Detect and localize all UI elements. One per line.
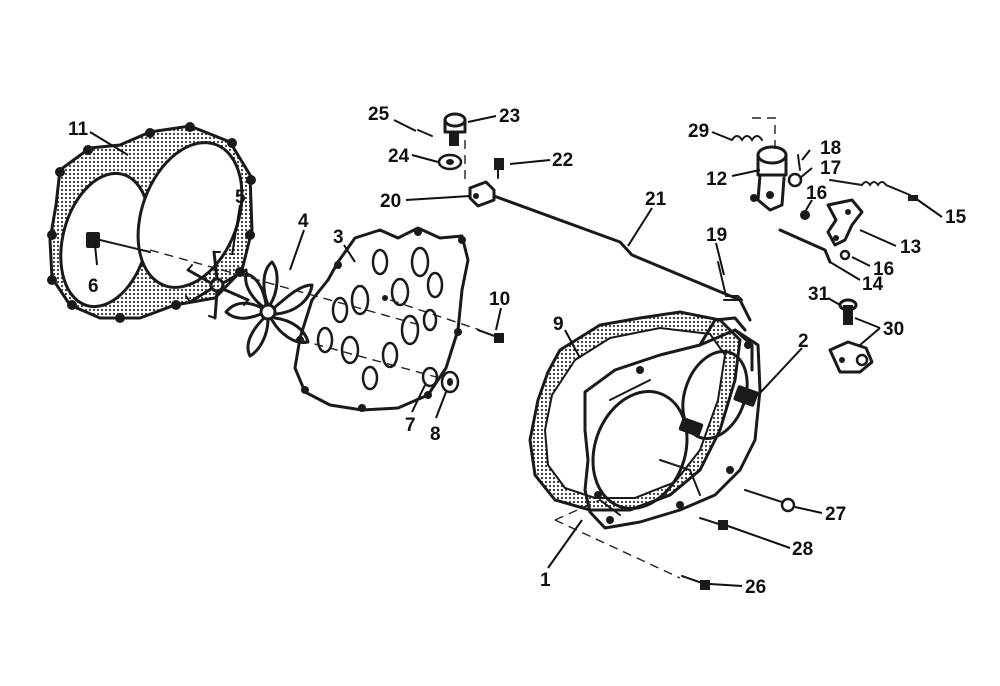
bracket-13	[826, 198, 864, 247]
nut-16a	[800, 210, 810, 220]
callout-10: 10	[489, 289, 510, 310]
spring-29	[731, 135, 763, 142]
washer-24	[437, 153, 463, 171]
screw-28	[699, 517, 728, 530]
callout-16b: 16	[873, 259, 894, 280]
callout-19: 19	[706, 225, 727, 246]
spring-15	[829, 179, 918, 201]
callout-12: 12	[706, 169, 727, 190]
callout-25: 25	[368, 104, 390, 125]
lever-12	[750, 145, 788, 212]
callout-22: 22	[552, 150, 573, 171]
gasket-11	[47, 122, 256, 323]
rod-21	[492, 194, 752, 322]
callout-11: 11	[68, 119, 89, 140]
callout-30: 30	[883, 319, 904, 340]
screw-27	[744, 489, 796, 513]
housing-1	[583, 316, 762, 530]
screw-10	[477, 329, 504, 343]
gasket-9	[528, 310, 742, 512]
screw-22	[494, 158, 504, 179]
callout-labels: 1 2 3 4 5 6 7 8 9 10 11 12 13 14 15 16 1…	[68, 104, 967, 598]
callout-23: 23	[499, 106, 520, 127]
callout-9: 9	[553, 314, 564, 335]
block-20	[468, 180, 496, 208]
callout-24: 24	[388, 146, 410, 167]
callout-4: 4	[298, 211, 309, 232]
callout-8: 8	[430, 424, 441, 445]
assembly-line-housing	[554, 499, 681, 579]
leader-lines	[89, 115, 943, 587]
callout-18: 18	[820, 138, 841, 159]
callout-27: 27	[825, 504, 846, 525]
callout-16a: 16	[806, 183, 827, 204]
callout-28: 28	[792, 539, 813, 560]
callout-17: 17	[820, 158, 841, 179]
callout-15: 15	[945, 207, 967, 228]
washer-17	[787, 172, 803, 188]
callout-5: 5	[235, 187, 246, 208]
callout-21: 21	[645, 189, 667, 210]
nut-16b	[839, 249, 851, 261]
callout-2: 2	[798, 331, 809, 352]
callout-29: 29	[688, 121, 709, 142]
screw-31	[838, 298, 858, 325]
arm-23	[443, 112, 467, 146]
arm-30	[828, 340, 874, 374]
callout-31: 31	[808, 284, 830, 305]
callout-3: 3	[333, 227, 344, 248]
pin-25	[417, 129, 433, 137]
screw-6	[86, 232, 151, 253]
callout-1: 1	[540, 570, 551, 591]
wire-14	[778, 228, 832, 264]
callout-13: 13	[900, 237, 921, 258]
callout-6: 6	[88, 276, 99, 297]
screw-26	[681, 575, 710, 590]
pin-18	[797, 154, 801, 171]
nut-8	[440, 370, 460, 394]
clip-19	[717, 261, 743, 301]
callout-7: 7	[405, 415, 416, 436]
callout-26: 26	[745, 577, 766, 598]
callout-14: 14	[862, 274, 884, 295]
callout-20: 20	[380, 191, 401, 212]
assembly-line-left	[149, 249, 481, 379]
assembly-line-29	[752, 117, 776, 150]
